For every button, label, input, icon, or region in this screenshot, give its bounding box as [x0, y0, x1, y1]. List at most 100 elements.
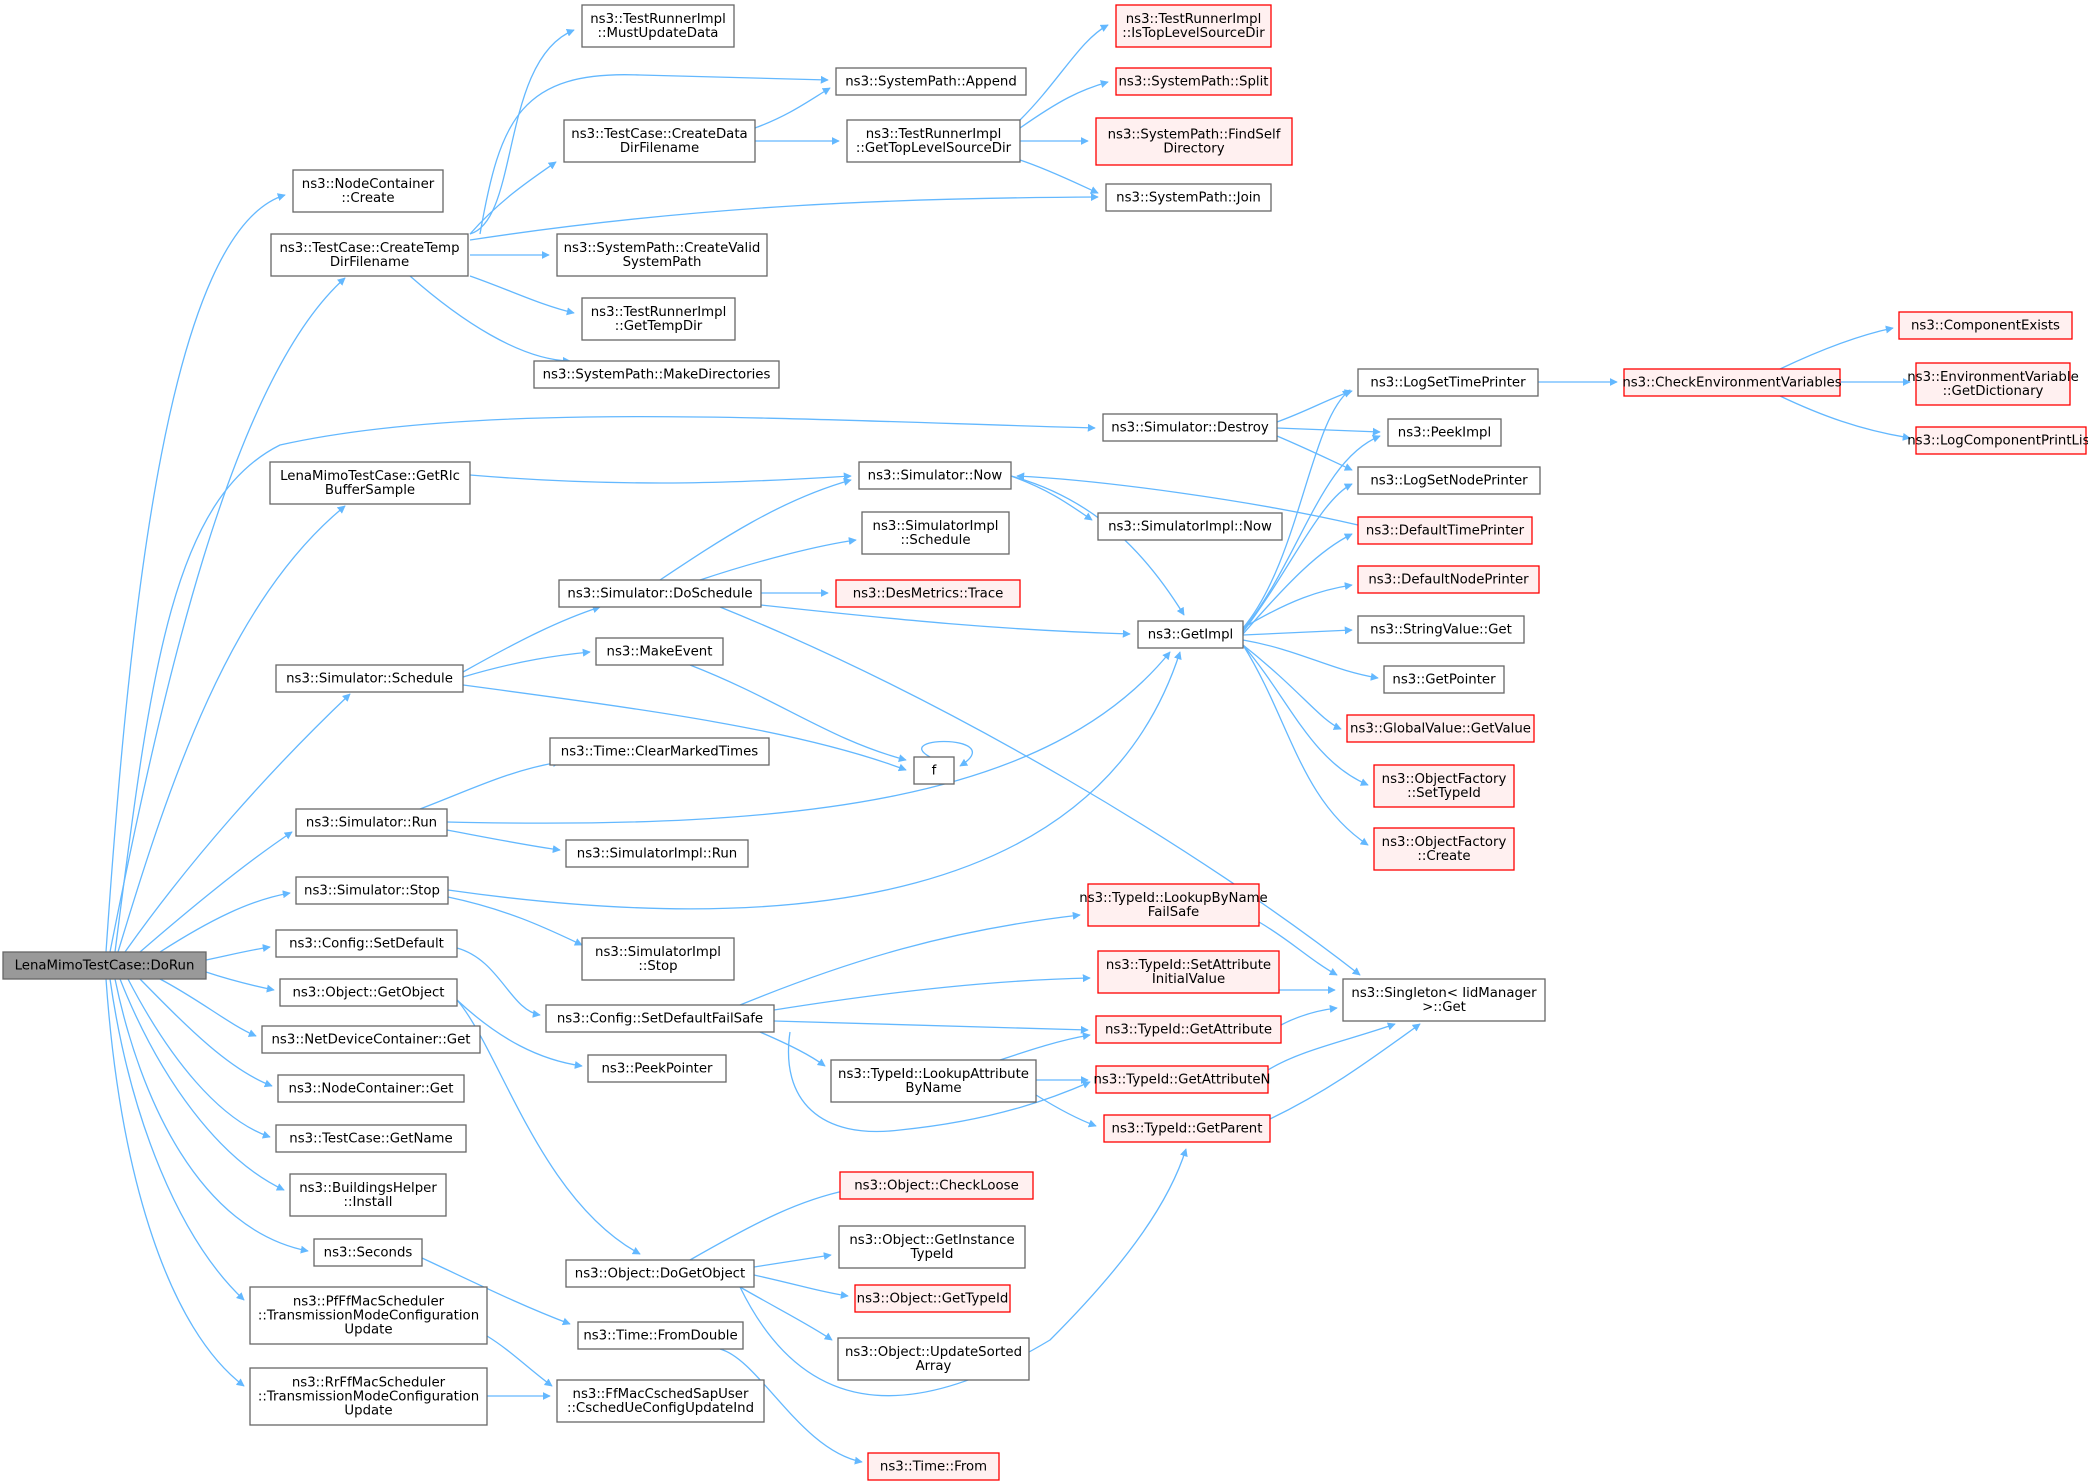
node-rrff[interactable]: ns3::RrFfMacScheduler::TransmissionModeC… [249, 1367, 488, 1426]
node-box [1357, 466, 1541, 495]
node-simimpl_run[interactable]: ns3::SimulatorImpl::Run [565, 839, 749, 868]
node-box [1102, 413, 1278, 442]
node-box [830, 1059, 1037, 1103]
node-bh_install[interactable]: ns3::BuildingsHelper::Install [289, 1173, 447, 1217]
node-sim_now[interactable]: ns3::Simulator::Now [858, 461, 1012, 490]
node-tri_gtlsd[interactable]: ns3::TestRunnerImpl::GetTopLevelSourceDi… [846, 119, 1021, 163]
node-obj_gettypeid[interactable]: ns3::Object::GetTypeId [854, 1284, 1011, 1313]
call-nodes: LenaMimoTestCase::DoRunns3::NodeContaine… [2, 4, 2088, 1481]
node-obj_dogetobject[interactable]: ns3::Object::DoGetObject [565, 1259, 755, 1288]
node-sp_split[interactable]: ns3::SystemPath::Split [1115, 67, 1272, 96]
edge-root-to-bh_install [119, 978, 285, 1191]
edge-obj_dogetobject-to-obj_getinstance [753, 1252, 832, 1268]
node-checkenv[interactable]: ns3::CheckEnvironmentVariables [1622, 368, 1842, 397]
node-tri_must[interactable]: ns3::TestRunnerImpl::MustUpdateData [581, 4, 735, 48]
node-label: ns3::TestRunnerImpl [1126, 12, 1262, 27]
edge-cfg_sdfs-to-tid_getattr [773, 1020, 1089, 1034]
node-tid_getattr[interactable]: ns3::TypeId::GetAttribute [1095, 1015, 1282, 1044]
node-compexists[interactable]: ns3::ComponentExists [1898, 311, 2073, 340]
node-label: ns3::FfMacCschedSapUser [573, 1387, 749, 1402]
node-envvar[interactable]: ns3::EnvironmentVariable::GetDictionary [1907, 362, 2079, 406]
node-box [565, 839, 749, 868]
node-defaulttime[interactable]: ns3::DefaultTimePrinter [1357, 516, 1533, 545]
node-obj_getobject[interactable]: ns3::Object::GetObject [279, 978, 458, 1007]
node-stringvalue[interactable]: ns3::StringValue::Get [1357, 615, 1525, 644]
node-time_from[interactable]: ns3::Time::From [867, 1452, 1000, 1481]
node-time_clear[interactable]: ns3::Time::ClearMarkedTimes [549, 737, 770, 766]
node-label: ns3::Time::From [880, 1460, 987, 1475]
node-sp_makedirs[interactable]: ns3::SystemPath::MakeDirectories [533, 360, 780, 389]
node-singleton_get[interactable]: ns3::Singleton< IidManager>::Get [1342, 978, 1546, 1022]
node-root[interactable]: LenaMimoTestCase::DoRun [2, 951, 207, 980]
node-defaultnode[interactable]: ns3::DefaultNodePrinter [1357, 565, 1540, 594]
node-sim_run[interactable]: ns3::Simulator::Run [295, 808, 448, 837]
node-tri_itlsd[interactable]: ns3::TestRunnerImpl::IsTopLevelSourceDir [1115, 4, 1272, 48]
node-of_create[interactable]: ns3::ObjectFactory::Create [1373, 827, 1515, 871]
node-sim_destroy[interactable]: ns3::Simulator::Destroy [1102, 413, 1278, 442]
edge-seconds-to-time_fromdouble [421, 1257, 571, 1326]
node-seconds[interactable]: ns3::Seconds [313, 1238, 423, 1267]
node-logsetnode[interactable]: ns3::LogSetNodePrinter [1357, 466, 1541, 495]
node-label: ns3::TypeId::GetParent [1112, 1122, 1263, 1137]
node-getimpl[interactable]: ns3::GetImpl [1137, 620, 1244, 649]
edge-cfg_setdefault-to-cfg_sdfs [456, 947, 541, 1018]
node-peekpointer[interactable]: ns3::PeekPointer [587, 1054, 727, 1083]
node-nc_get[interactable]: ns3::NodeContainer::Get [277, 1074, 465, 1103]
node-sp_join[interactable]: ns3::SystemPath::Join [1105, 183, 1272, 212]
node-tid_getattrn[interactable]: ns3::TypeId::GetAttributeN [1094, 1065, 1271, 1094]
node-tc_getname[interactable]: ns3::TestCase::GetName [275, 1124, 467, 1153]
node-sim_doschedule[interactable]: ns3::Simulator::DoSchedule [558, 579, 762, 608]
node-tid_getparent[interactable]: ns3::TypeId::GetParent [1103, 1114, 1271, 1143]
edge-obj_dogetobject-to-obj_checkloose [689, 1187, 849, 1261]
node-makeevent[interactable]: ns3::MakeEvent [595, 637, 724, 666]
edge-sim_doschedule-to-simimpl_schedule [699, 537, 857, 581]
node-pfff[interactable]: ns3::PfFfMacScheduler::TransmissionModeC… [249, 1286, 488, 1345]
node-box [289, 1173, 447, 1217]
node-box [913, 756, 955, 785]
node-sim_stop[interactable]: ns3::Simulator::Stop [295, 876, 449, 905]
node-ffmac[interactable]: ns3::FfMacCschedSapUser::CschedUeConfigU… [556, 1379, 765, 1423]
node-sim_schedule[interactable]: ns3::Simulator::Schedule [275, 664, 464, 693]
node-label: ::TransmissionModeConfiguration [258, 1390, 479, 1405]
node-label: ::CschedUeConfigUpdateInd [567, 1401, 754, 1416]
node-logcompprint[interactable]: ns3::LogComponentPrintList [1907, 426, 2088, 455]
node-label: ns3::NodeContainer::Get [289, 1082, 454, 1097]
node-simimpl_stop[interactable]: ns3::SimulatorImpl::Stop [581, 937, 735, 981]
node-sp_append[interactable]: ns3::SystemPath::Append [835, 67, 1027, 96]
node-peekimpl[interactable]: ns3::PeekImpl [1387, 418, 1502, 447]
node-box [858, 461, 1012, 490]
node-label: ns3::SimulatorImpl [873, 519, 999, 534]
node-globalvalue[interactable]: ns3::GlobalValue::GetValue [1346, 714, 1535, 743]
node-logsettime[interactable]: ns3::LogSetTimePrinter [1357, 368, 1539, 397]
node-cfg_setdefault[interactable]: ns3::Config::SetDefault [275, 929, 458, 958]
node-f[interactable]: f [913, 756, 955, 785]
node-obj_checkloose[interactable]: ns3::Object::CheckLoose [839, 1171, 1034, 1200]
edge-getimpl-to-defaultnode [1242, 582, 1353, 629]
node-time_fromdouble[interactable]: ns3::Time::FromDouble [577, 1321, 744, 1350]
edge-tc_ctdf-to-tc_cddf [469, 161, 557, 235]
node-nc_create[interactable]: ns3::NodeContainer::Create [292, 169, 444, 213]
node-label: InitialValue [1152, 972, 1225, 987]
node-simimpl_schedule[interactable]: ns3::SimulatorImpl::Schedule [861, 511, 1010, 555]
node-desmetrics[interactable]: ns3::DesMetrics::Trace [835, 579, 1021, 608]
node-of_settypeid[interactable]: ns3::ObjectFactory::SetTypeId [1373, 764, 1515, 808]
node-tri_gettempdir[interactable]: ns3::TestRunnerImpl::GetTempDir [581, 297, 736, 341]
node-label: ns3::PeekPointer [601, 1062, 713, 1077]
node-getpointer[interactable]: ns3::GetPointer [1383, 665, 1505, 694]
node-box [2, 951, 207, 980]
node-simimpl_now[interactable]: ns3::SimulatorImpl::Now [1097, 512, 1283, 541]
node-ndc_get[interactable]: ns3::NetDeviceContainer::Get [261, 1025, 481, 1054]
edge-tri_gtlsd-to-sp_split [1019, 80, 1109, 129]
edge-cfg_sdfs-to-tid_lookupattr [759, 1031, 826, 1067]
node-cfg_sdfs[interactable]: ns3::Config::SetDefaultFailSafe [545, 1004, 775, 1033]
